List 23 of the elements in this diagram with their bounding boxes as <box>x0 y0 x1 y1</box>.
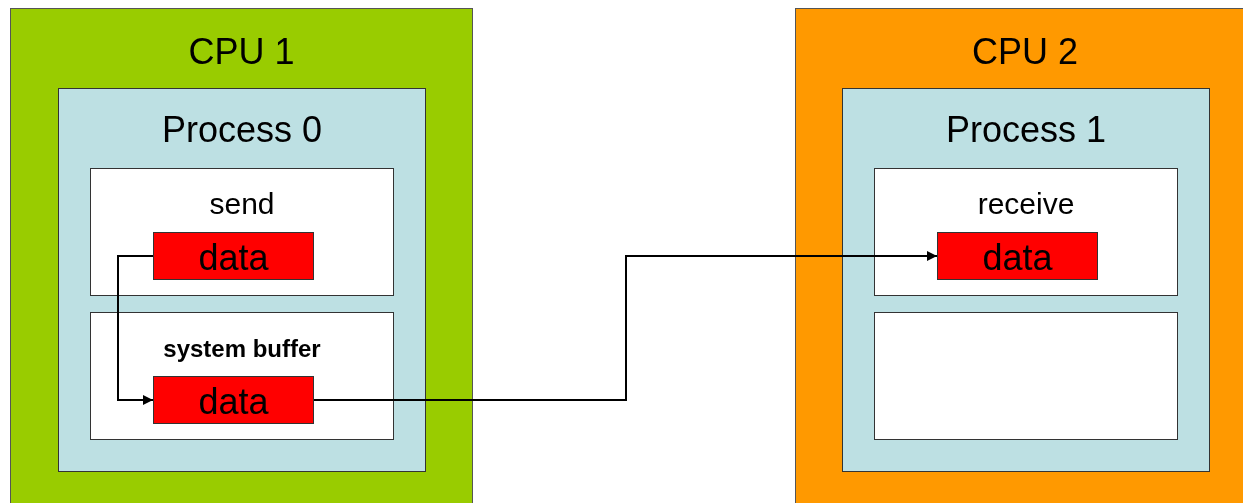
empty-box <box>874 312 1178 440</box>
arrow <box>313 251 938 401</box>
buffer-label: system buffer <box>162 335 322 363</box>
buffer-box <box>874 168 1178 296</box>
panel-title: CPU 1 <box>187 31 296 73</box>
cpu-panel <box>10 8 473 503</box>
data-block <box>153 232 314 280</box>
data-label: data <box>197 381 270 423</box>
data-label: data <box>981 237 1054 279</box>
buffer-box <box>842 88 1210 472</box>
box-label: send <box>208 187 276 222</box>
buffer-box <box>90 312 394 440</box>
data-block <box>937 232 1098 280</box>
data-label: data <box>197 237 270 279</box>
buffer-box <box>90 168 394 296</box>
data-block <box>153 376 314 424</box>
arrow <box>117 255 154 405</box>
panel-title: Process 1 <box>944 109 1108 151</box>
process-panel <box>58 88 426 472</box>
box-label: receive <box>976 187 1076 222</box>
panel-title: Process 0 <box>160 109 324 151</box>
panel-title: CPU 2 <box>971 31 1079 73</box>
buffer-box <box>795 8 1243 503</box>
